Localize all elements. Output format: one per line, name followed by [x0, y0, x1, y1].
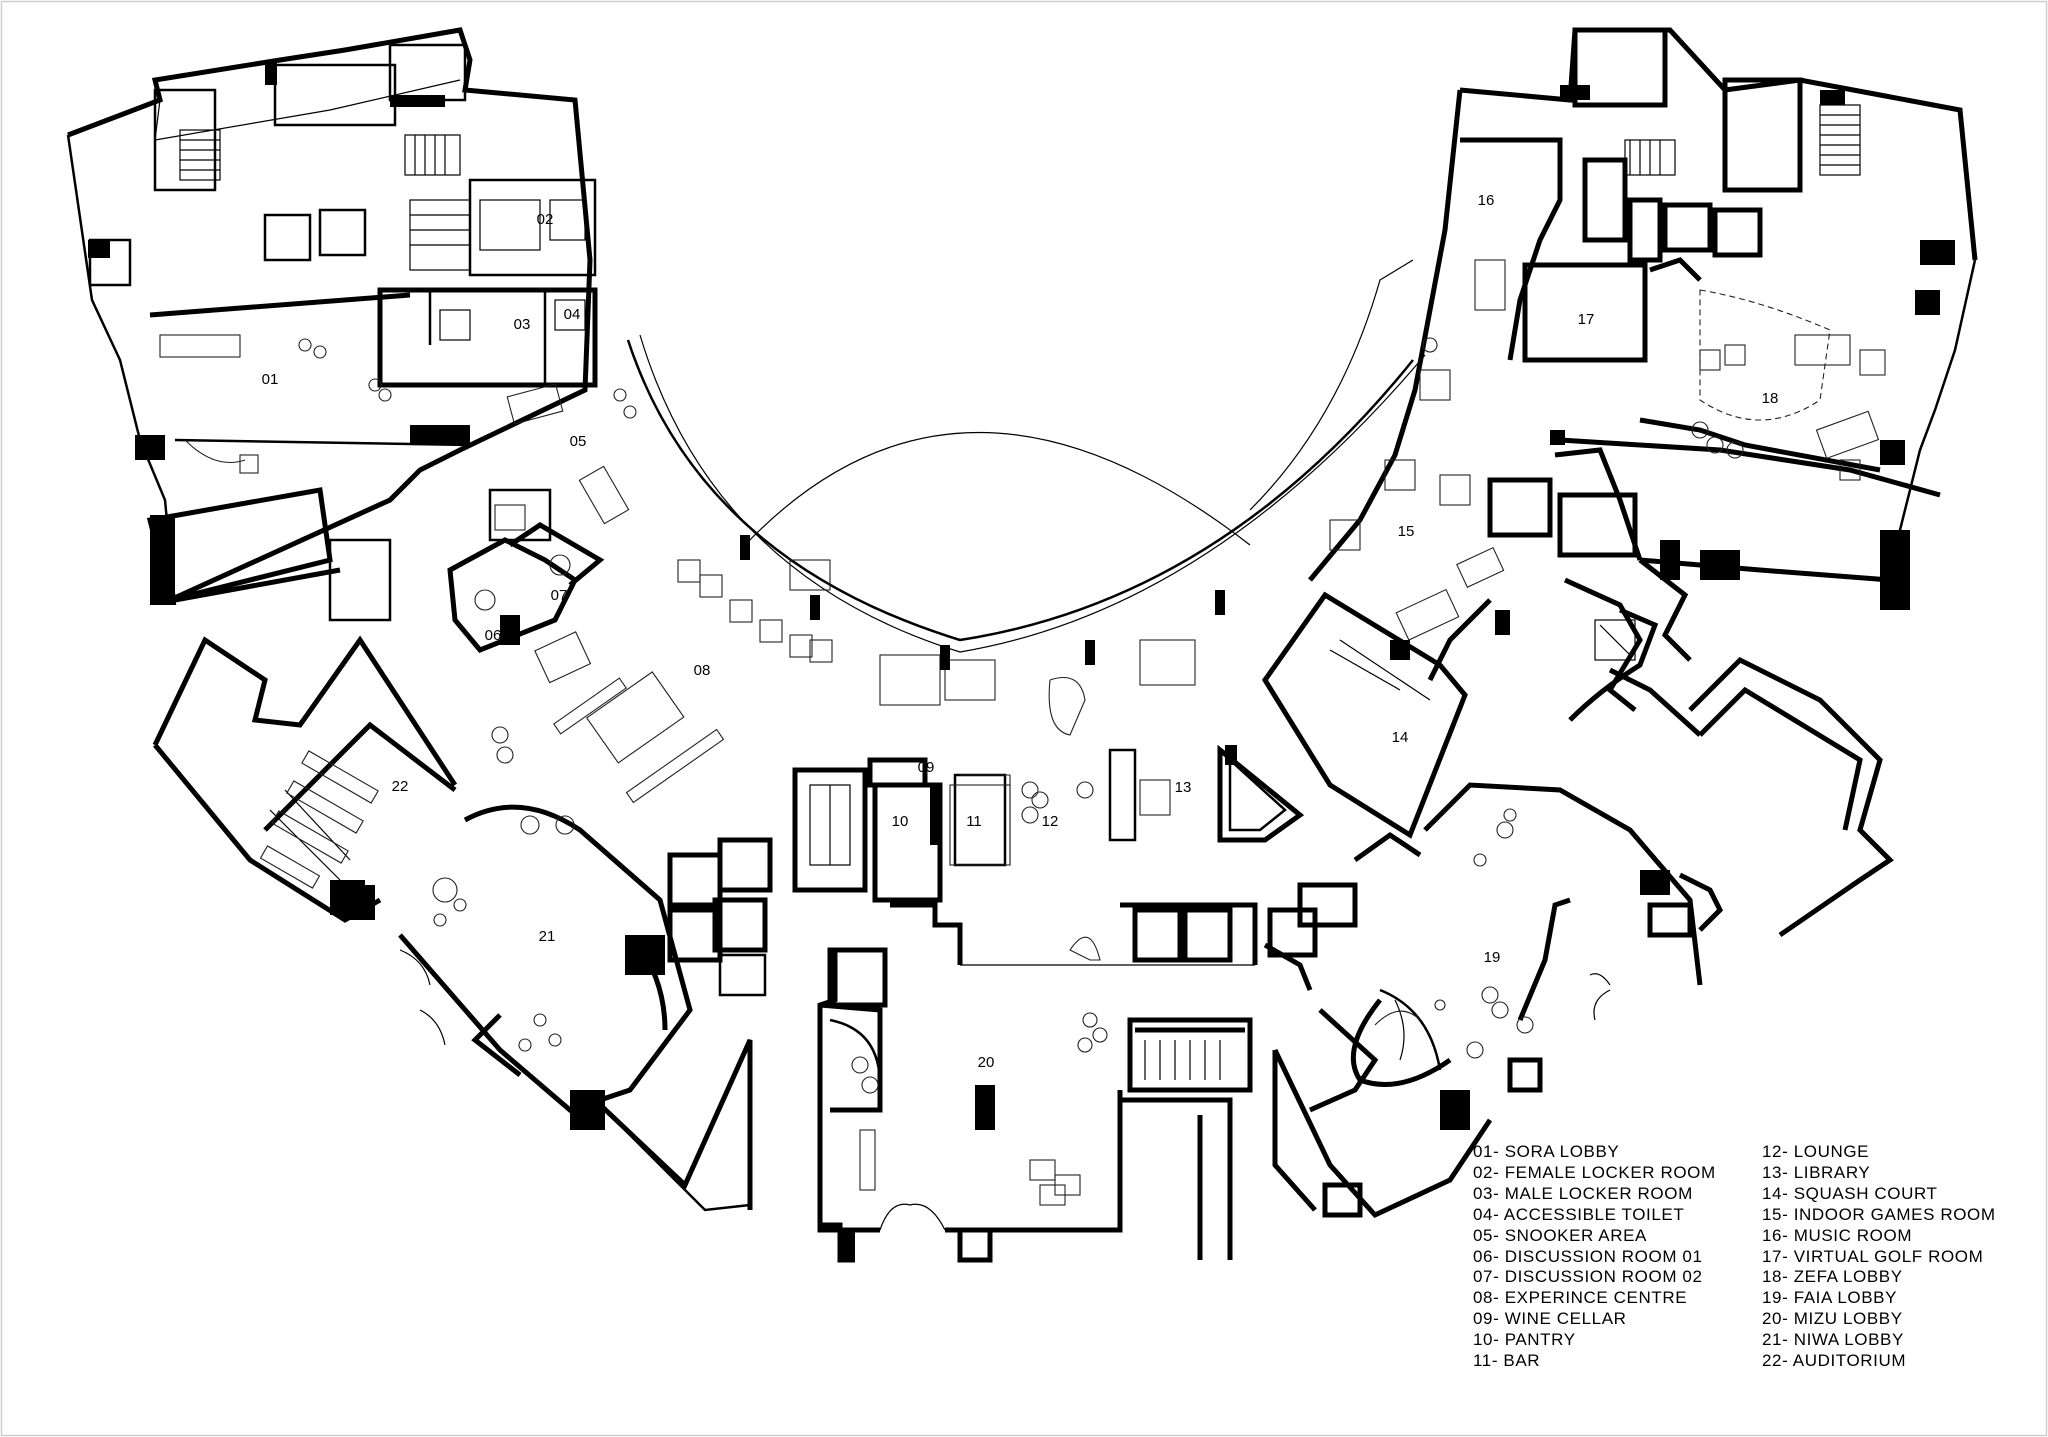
room-label-09: 09: [918, 759, 935, 776]
room-label-17: 17: [1578, 311, 1595, 328]
room-label-20: 20: [978, 1054, 995, 1071]
room-label-15: 15: [1398, 523, 1415, 540]
room-label-08: 08: [694, 662, 711, 679]
legend-item: 03- MALE LOCKER ROOM: [1473, 1183, 1693, 1203]
experience-centre: [491, 535, 1225, 804]
legend-item: 07- DISCUSSION ROOM 02: [1473, 1267, 1703, 1287]
legend-item: 18- ZEFA LOBBY: [1762, 1267, 1903, 1287]
room-label-13: 13: [1175, 779, 1192, 796]
legend-item: 14- SQUASH COURT: [1762, 1183, 1938, 1203]
legend-item: 21- NIWA LOBBY: [1762, 1330, 1904, 1350]
room-label-02: 02: [537, 211, 554, 228]
legend-item: 16- MUSIC ROOM: [1762, 1225, 1913, 1245]
centre-block: [667, 744, 1305, 997]
room-label-07: 07: [551, 587, 568, 604]
room-label-06: 06: [485, 627, 502, 644]
room-label-12: 12: [1042, 813, 1059, 830]
legend-item: 04- ACCESSIBLE TOILET: [1473, 1204, 1685, 1224]
legend-item: 05- SNOOKER AREA: [1473, 1225, 1647, 1245]
legend-item: 06- DISCUSSION ROOM 01: [1473, 1246, 1703, 1266]
courtyard: [626, 259, 1426, 653]
legend-item: 10- PANTRY: [1473, 1330, 1576, 1350]
room-label-18: 18: [1762, 390, 1779, 407]
legend-item: 08- EXPERINCE CENTRE: [1473, 1288, 1688, 1308]
legend-item: 11- BAR: [1473, 1351, 1541, 1371]
legend-item: 20- MIZU LOBBY: [1762, 1309, 1903, 1329]
legend-item: 19- FAIA LOBBY: [1762, 1288, 1898, 1308]
legend-item: 17- VIRTUAL GOLF ROOM: [1762, 1246, 1984, 1266]
room-label-01: 01: [262, 371, 279, 388]
legend-item: 12- LOUNGE: [1762, 1142, 1870, 1161]
room-label-03: 03: [514, 316, 531, 333]
left-lower-wing: [152, 635, 753, 1212]
left-wing: [66, 27, 637, 653]
room-labels: 01 02 03 04 05 06 07 08 09 10 11 12 13 1…: [262, 192, 1779, 1071]
room-label-05: 05: [570, 433, 587, 450]
right-lower-wing: [1263, 656, 1894, 1219]
room-label-22: 22: [392, 778, 409, 795]
room-label-04: 04: [564, 306, 581, 323]
mizu-lobby: [817, 902, 1258, 1263]
legend-item: 15- INDOOR GAMES ROOM: [1762, 1204, 1996, 1224]
right-wing: [1262, 27, 1978, 839]
legend-item: 22- AUDITORIUM: [1762, 1351, 1907, 1371]
legend-item: 09- WINE CELLAR: [1473, 1309, 1627, 1329]
legend-item: 13- LIBRARY: [1762, 1162, 1871, 1182]
room-label-11: 11: [966, 813, 982, 830]
room-label-21: 21: [539, 928, 556, 945]
legend-item: 01- SORA LOBBY: [1473, 1142, 1620, 1161]
room-label-14: 14: [1392, 729, 1409, 746]
legend-item: 02- FEMALE LOCKER ROOM: [1473, 1162, 1716, 1182]
room-label-10: 10: [892, 813, 909, 830]
room-label-16: 16: [1478, 192, 1495, 209]
room-label-19: 19: [1484, 949, 1501, 966]
